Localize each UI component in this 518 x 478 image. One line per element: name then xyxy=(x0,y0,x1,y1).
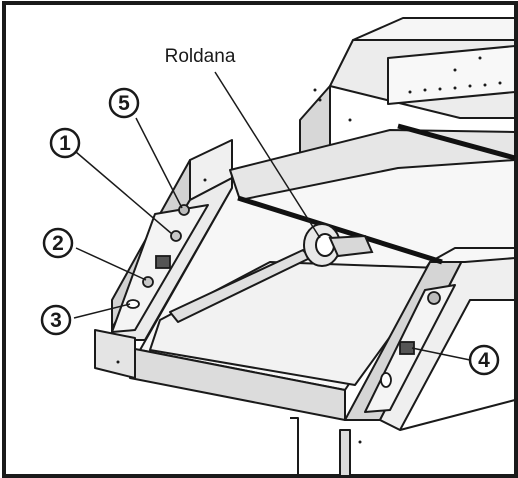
switch-4 xyxy=(399,341,415,355)
leader-5 xyxy=(135,117,183,209)
callout-circle-5 xyxy=(108,87,140,119)
leader-roldana xyxy=(214,71,321,239)
knife-bar xyxy=(237,195,443,265)
callout-circle-4 xyxy=(468,344,500,376)
left-base xyxy=(94,329,136,379)
roldana-label: Roldana xyxy=(165,46,236,67)
switch-panel xyxy=(155,255,171,269)
leader-1 xyxy=(75,151,173,235)
stand-leg xyxy=(339,429,351,477)
callout-1: 1 xyxy=(59,132,71,155)
callout-4: 4 xyxy=(478,349,490,372)
callout-circle-2 xyxy=(42,227,74,259)
back-gauge-rail xyxy=(387,45,516,105)
callout-2: 2 xyxy=(52,232,64,255)
leader-lines xyxy=(73,71,471,361)
left-panel-controls xyxy=(126,204,190,309)
roldana-wheel xyxy=(303,223,374,267)
stand-leg-2 xyxy=(290,417,299,477)
callout-circle-3 xyxy=(40,304,72,336)
right-column-top xyxy=(429,247,516,263)
housing-top xyxy=(352,17,516,41)
leader-3 xyxy=(73,303,131,319)
right-button xyxy=(380,372,392,388)
stand-brace xyxy=(399,399,516,431)
callout-5: 5 xyxy=(118,92,130,115)
right-knob xyxy=(427,291,441,305)
knob-1 xyxy=(170,230,182,242)
callout-circles xyxy=(40,87,500,376)
scale-marks xyxy=(116,56,502,444)
callout-3: 3 xyxy=(50,309,62,332)
leader-4 xyxy=(411,347,471,361)
rear-knife-bar xyxy=(397,123,516,161)
leader-2 xyxy=(75,247,147,281)
callout-circle-1 xyxy=(49,127,81,159)
